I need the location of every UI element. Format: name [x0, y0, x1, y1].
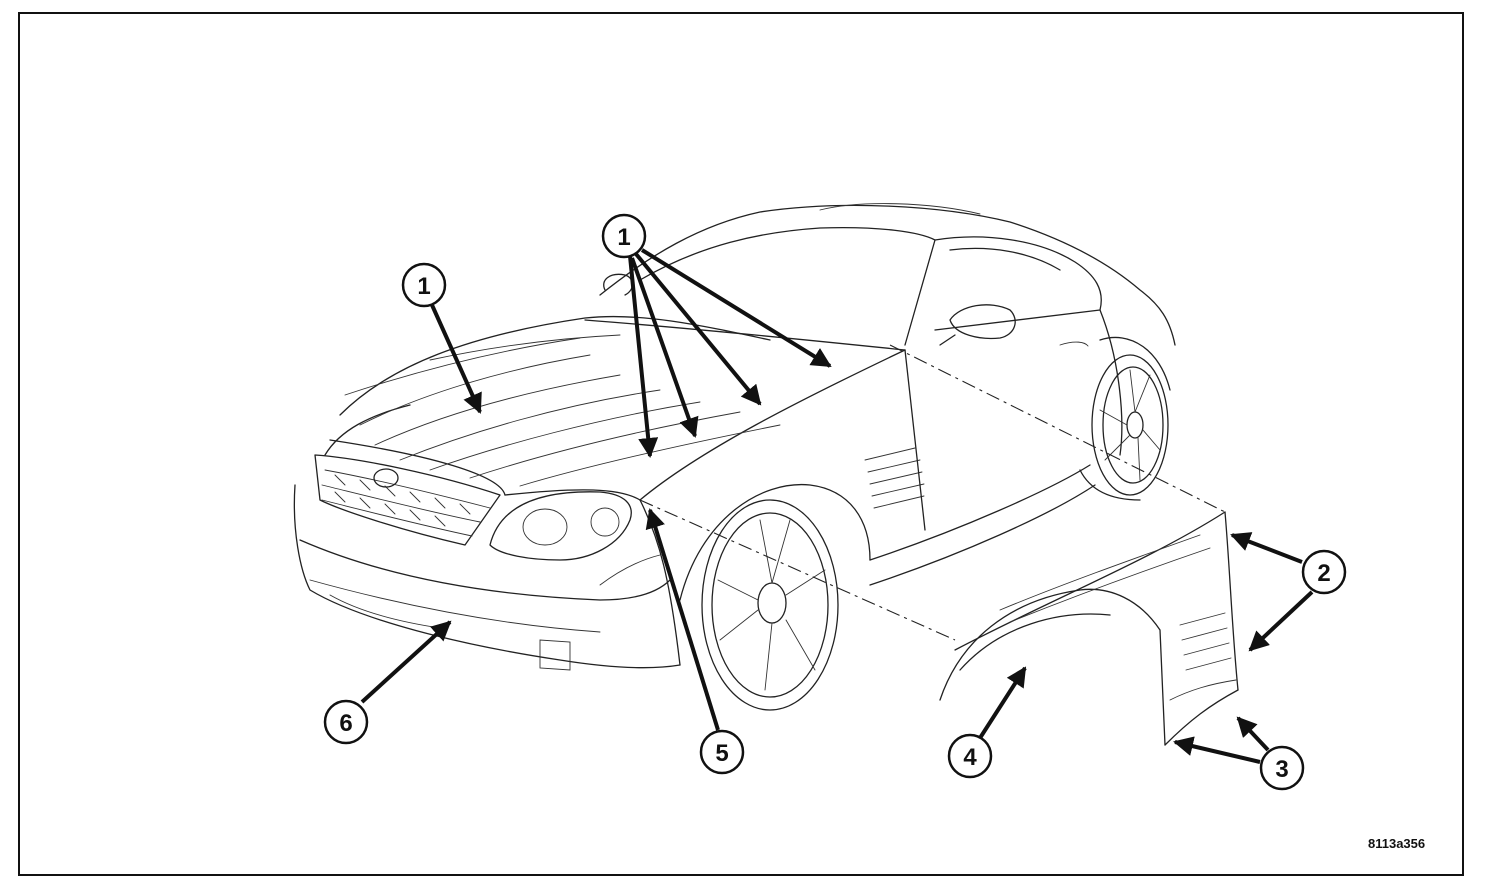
callout-4: 4	[947, 733, 993, 779]
alignment-lines	[639, 344, 1226, 641]
callout-3: 3	[1259, 745, 1305, 791]
callout-label: 2	[1317, 560, 1330, 587]
callout-1-upper: 1	[601, 213, 647, 259]
diagram-frame	[18, 12, 1464, 876]
callout-label: 6	[339, 710, 352, 737]
leader-arrows	[360, 248, 1314, 764]
callout-label: 1	[617, 224, 630, 251]
removed-fender-panel	[939, 511, 1239, 746]
callout-label: 1	[417, 273, 430, 300]
callout-6: 6	[323, 699, 369, 745]
car-body	[293, 203, 1176, 711]
figure-id: 8113a356	[1368, 836, 1426, 851]
callout-label: 3	[1275, 756, 1288, 783]
callout-label: 4	[963, 744, 977, 771]
callout-1-hood: 1	[401, 262, 447, 308]
callout-5: 5	[699, 729, 745, 775]
callout-label: 5	[715, 740, 728, 767]
callout-2: 2	[1301, 549, 1347, 595]
